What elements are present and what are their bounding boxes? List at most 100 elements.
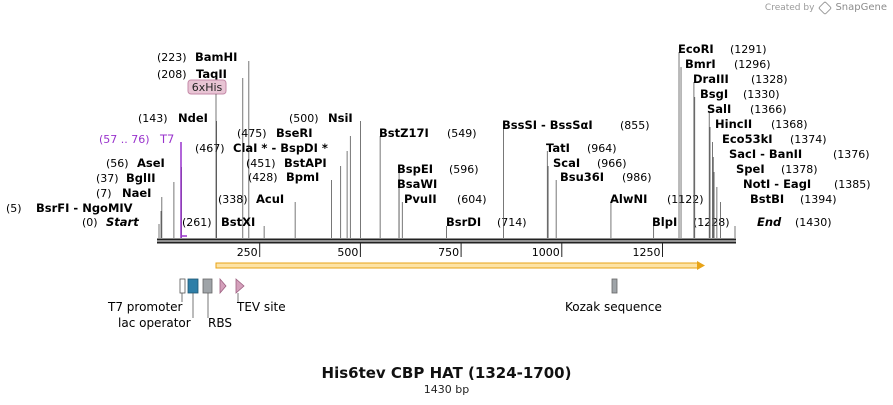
site-pos-bsssi-bsss-i: (855) (620, 119, 650, 132)
site-pos-spei: (1378) (781, 163, 818, 176)
site-pos-scai: (966) (597, 157, 627, 170)
site-pos-nsii: (500) (289, 112, 319, 125)
his-tag-box (187, 79, 227, 95)
site-pos-t7: (57 .. 76) (99, 133, 150, 146)
site-name-alwni: AlwNI (610, 192, 647, 206)
site-pos-pvuii: (604) (457, 193, 487, 206)
site-name-bamhi: BamHI (195, 50, 237, 64)
site-pos-end: (1430) (795, 216, 832, 229)
orf-arrowhead (697, 261, 705, 270)
kozak-glyph (611, 278, 618, 294)
snapgene-credit: Created by SnapGene (764, 0, 887, 15)
t7-promoter-glyph (179, 278, 186, 294)
site-name-tati: TatI (546, 141, 570, 155)
site-pos-acui: (338) (218, 193, 248, 206)
site-pos-bpmi: (428) (248, 171, 278, 184)
site-name-scai: ScaI (553, 156, 580, 170)
credit-brand: SnapGene (835, 2, 887, 13)
site-name-start: Start (106, 215, 139, 229)
site-name-end: End (757, 215, 782, 229)
site-name-bglii: BglII (126, 171, 156, 185)
site-name-saci-banii: SacI - BanII (729, 147, 802, 161)
site-name-taqii: TaqII (196, 67, 227, 81)
site-pos-hincii: (1368) (771, 118, 808, 131)
site-name-bseri: BseRI (276, 126, 313, 140)
map-length: 1430 bp (423, 383, 470, 396)
ruler-tick-label: 1250 (632, 246, 660, 259)
site-pos-clai-bspdi: (467) (195, 142, 225, 155)
site-pos-bsu36i: (986) (622, 171, 652, 184)
site-pos-ecori: (1291) (730, 43, 767, 56)
site-name-ndei: NdeI (178, 111, 208, 125)
site-pos-bseri: (475) (237, 127, 267, 140)
map-title-block: His6tev CBP HAT (1324-1700) 1430 bp (0, 364, 893, 396)
site-name-blpi: BlpI (652, 215, 677, 229)
rbs-glyph (202, 278, 213, 294)
site-name-bspei: BspEI (397, 162, 433, 176)
site-pos-naei: (7) (96, 187, 112, 200)
site-name-eco53ki: Eco53kI (722, 132, 773, 146)
site-pos-bspei: (596) (449, 163, 479, 176)
map-title: His6tev CBP HAT (1324-1700) (321, 364, 572, 382)
site-name-naei: NaeI (122, 186, 151, 200)
site-pos-sali: (1366) (750, 103, 787, 116)
site-name-acui: AcuI (256, 192, 284, 206)
site-name-ecori: EcoRI (678, 42, 714, 56)
site-pos-bstapi: (451) (246, 157, 276, 170)
feature-label-kozak-sequence: Kozak sequence (565, 300, 662, 314)
sequence-map: 250 500 750 1000 1250 BsrFI - NgoMIV (5) Start (… (6, 42, 871, 330)
site-pos-start: (0) (82, 216, 98, 229)
credit-prefix: Created by (764, 2, 815, 13)
site-pos-bmri: (1296) (734, 58, 771, 71)
site-pos-saci-banii: (1376) (833, 148, 870, 161)
site-name-hincii: HincII (715, 117, 752, 131)
site-pos-alwni: (1122) (667, 193, 704, 206)
site-name-pvuii: PvuII (404, 192, 437, 206)
site-pos-tati: (964) (587, 142, 617, 155)
site-name-bstz17i: BstZ17I (379, 126, 429, 140)
site-name-asei: AseI (137, 156, 165, 170)
ruler-tick-label: 500 (337, 246, 358, 259)
site-name-spei: SpeI (736, 162, 765, 176)
site-name-bmri: BmrI (685, 57, 716, 71)
site-pos-bstxi: (261) (182, 216, 212, 229)
site-name-bsrfi-ngomiv: BsrFI - NgoMIV (36, 201, 133, 215)
site-name-nsii: NsiI (328, 111, 353, 125)
site-pos-bsrfi-ngomiv: (5) (6, 202, 22, 215)
ruler-tick-label: 250 (237, 246, 258, 259)
site-pos-draiii: (1328) (751, 73, 788, 86)
feature-label-rbs: RBS (208, 316, 232, 330)
site-name-bsu36i: Bsu36I (560, 170, 604, 184)
ruler-tick-label: 750 (438, 246, 459, 259)
site-name-sali: SalI (707, 102, 731, 116)
site-name-bsrdi: BsrDI (446, 215, 481, 229)
site-pos-bglii: (37) (96, 172, 119, 185)
site-name-bstxi: BstXI (221, 215, 255, 229)
lac-operator-glyph (187, 278, 199, 294)
site-pos-noti-eagi: (1385) (834, 178, 871, 191)
site-pos-bsgi: (1330) (743, 88, 780, 101)
feature-label-tev-site: TEV site (236, 300, 286, 314)
feature-label-lac-operator: lac operator (118, 316, 191, 330)
site-name-bsawi: BsaWI (397, 177, 437, 191)
site-name-t7: T7 (159, 132, 174, 146)
site-name-draiii: DraIII (693, 72, 729, 86)
site-pos-bsrdi: (714) (497, 216, 527, 229)
his-feature-glyph (219, 277, 227, 295)
site-name-clai-bspdi: ClaI * - BspDI * (233, 141, 328, 155)
site-name-noti-eagi: NotI - EagI (743, 177, 811, 191)
site-pos-asei: (56) (106, 157, 129, 170)
ruler-tick-label: 1000 (532, 246, 560, 259)
site-name-bstbi: BstBI (750, 192, 784, 206)
site-pos-bstz17i: (549) (447, 127, 477, 140)
site-pos-eco53ki: (1374) (790, 133, 827, 146)
site-pos-bamhi: (223) (157, 51, 187, 64)
site-name-bpmi: BpmI (286, 170, 319, 184)
site-pos-blpi: (1228) (693, 216, 730, 229)
his-tag-label: 6xHis (192, 81, 223, 94)
site-name-bsgi: BsgI (700, 87, 728, 101)
orf-bar (215, 262, 699, 269)
site-name-bstapi: BstAPI (284, 156, 327, 170)
feature-label-t7-promoter: T7 promoter (107, 300, 183, 314)
site-pos-taqii: (208) (157, 68, 187, 81)
